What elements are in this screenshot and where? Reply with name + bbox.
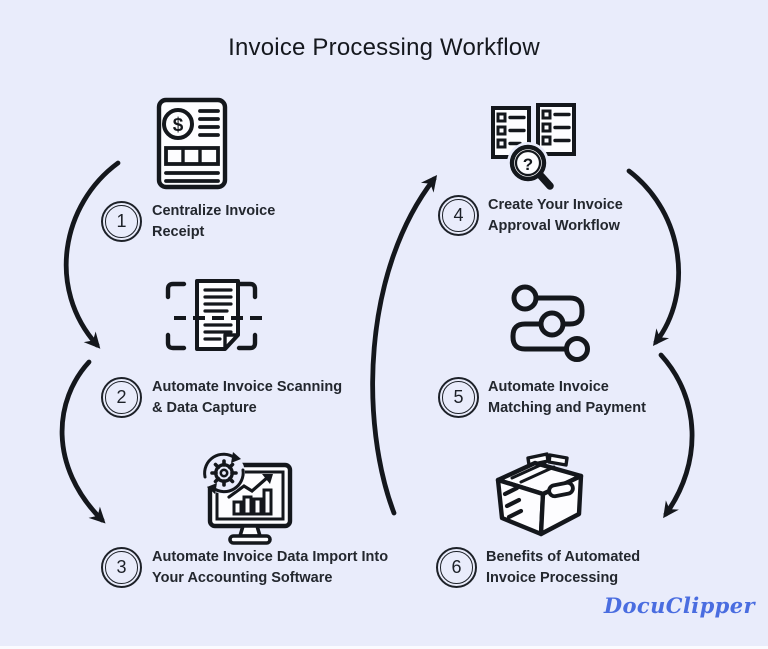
arrow-step2-to-step3-icon [59, 359, 106, 524]
step-number: 5 [442, 381, 475, 414]
page-title: Invoice Processing Workflow [228, 34, 540, 61]
matching-payment-icon [510, 284, 590, 362]
step-label: Benefits of Automated Invoice Processing [486, 549, 641, 586]
svg-text:?: ? [523, 155, 533, 174]
step-number-badge: 5 [438, 377, 479, 418]
archive-box-icon [495, 452, 584, 537]
bottom-strip [0, 646, 768, 649]
arrow-step3-to-step4-icon [370, 175, 438, 516]
docuclipper-logo: DocuClipper [603, 593, 755, 618]
scan-capture-icon [165, 279, 262, 351]
step-number: 2 [105, 381, 138, 414]
arrow-step5-to-step6-icon [658, 352, 695, 519]
invoice-document-icon: $ [156, 97, 228, 190]
step-label: Automate Invoice Scanning & Data Capture [152, 379, 343, 416]
step-label: Centralize Invoice Receipt [152, 203, 276, 240]
arrow-step1-to-step2-icon [63, 160, 121, 349]
step-number: 1 [105, 205, 138, 238]
step-label: Automate Invoice Matching and Payment [488, 379, 646, 416]
step-number: 6 [440, 551, 473, 584]
step-number-badge: 3 [101, 547, 142, 588]
step-label: Automate Invoice Data Import Into Your A… [152, 549, 389, 586]
step-number: 3 [105, 551, 138, 584]
step-number-badge: 2 [101, 377, 142, 418]
approval-workflow-icon: ? [491, 103, 576, 190]
step-label: Create Your Invoice Approval Workflow [488, 197, 623, 234]
svg-text:$: $ [173, 115, 184, 136]
step-number-badge: 1 [101, 201, 142, 242]
step-number-badge: 6 [436, 547, 477, 588]
arrow-step4-to-step5-icon [626, 168, 682, 346]
accounting-import-icon [203, 452, 293, 545]
step-number: 4 [442, 199, 475, 232]
step-number-badge: 4 [438, 195, 479, 236]
